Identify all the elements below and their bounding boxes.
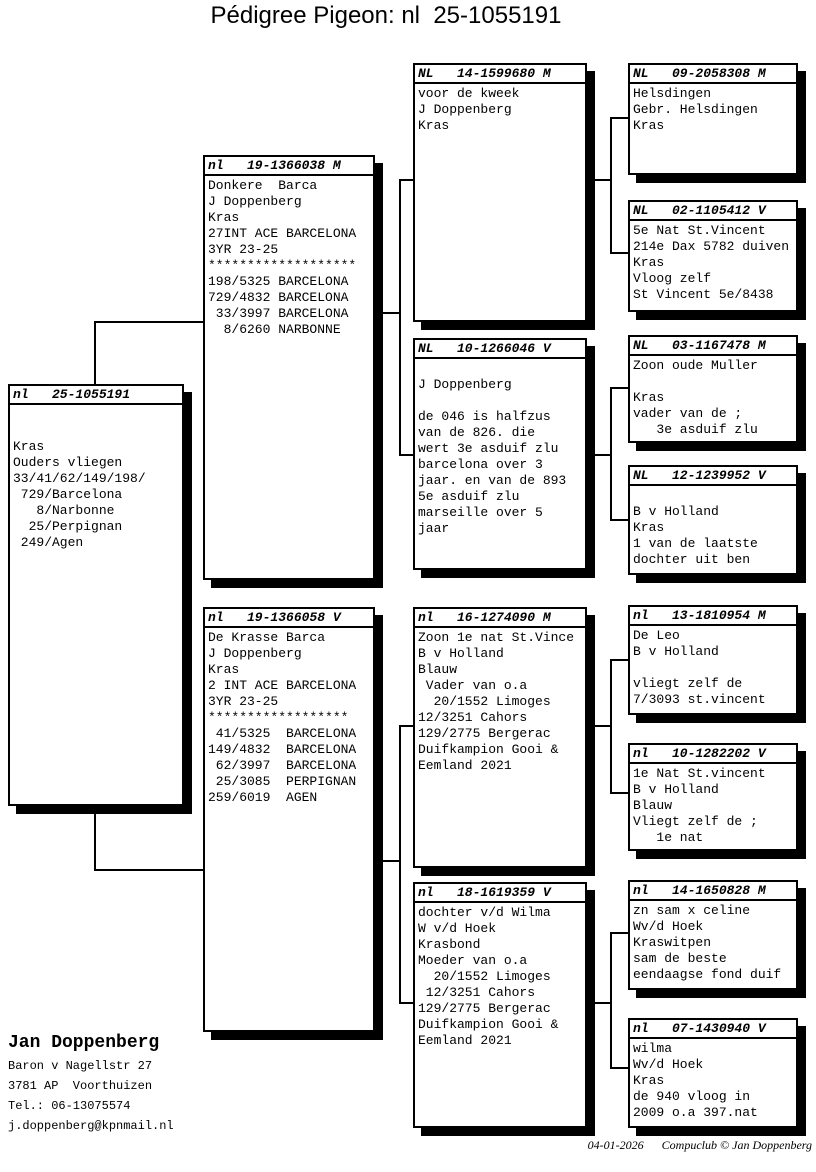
- box-header: nl 16-1274090 M: [415, 609, 585, 628]
- connector-line: [94, 806, 96, 871]
- page-title: Pédigree Pigeon: nl 25-1055191: [210, 2, 562, 29]
- connector-line: [587, 454, 612, 456]
- connector-line: [610, 659, 612, 794]
- box-body: B v Holland Kras 1 van de laatste dochte…: [633, 504, 758, 567]
- connector-line: [587, 1002, 612, 1004]
- box-body: De Leo B v Holland vliegt zelf de 7/3093…: [633, 628, 766, 707]
- pedigree-box-18-1619359: nl 18-1619359 V dochter v/d Wilma W v/d …: [413, 882, 587, 1128]
- connector-line: [610, 519, 628, 521]
- connector-line: [399, 179, 413, 181]
- box-header: nl 19-1366058 V: [205, 609, 373, 628]
- connector-line: [399, 725, 401, 1004]
- box-body: J Doppenberg de 046 is halfzus van de 82…: [418, 377, 567, 536]
- connector-line: [610, 932, 612, 1069]
- box-body: voor de kweek J Doppenberg Kras: [418, 86, 520, 133]
- connector-line: [610, 1067, 628, 1069]
- footer-date: 04-01-2026: [587, 1138, 644, 1152]
- box-header: nl 19-1366038 M: [205, 157, 373, 176]
- connector-line: [94, 869, 203, 871]
- pedigree-box-16-1274090: nl 16-1274090 M Zoon 1e nat St.Vince B v…: [413, 607, 587, 868]
- connector-line: [610, 932, 628, 934]
- box-body: Zoon 1e nat St.Vince B v Holland Blauw V…: [418, 630, 575, 773]
- footer: 04-01-2026 Compuclub © Jan Doppenberg: [588, 1138, 812, 1153]
- box-header: NL 09-2058308 M: [630, 65, 796, 84]
- connector-line: [94, 321, 96, 384]
- box-header: NL 14-1599680 M: [415, 65, 585, 84]
- box-header: NL 02-1105412 V: [630, 202, 796, 221]
- connector-line: [94, 321, 203, 323]
- connector-line: [610, 387, 628, 389]
- connector-line: [375, 312, 401, 314]
- pedigree-box-03-1167478: NL 03-1167478 M Zoon oude Muller Kras va…: [628, 335, 798, 443]
- box-body: 5e Nat St.Vincent 214e Dax 5782 duiven K…: [633, 223, 790, 302]
- pedigree-box-14-1650828: nl 14-1650828 M zn sam x celine Wv/d Hoe…: [628, 880, 798, 990]
- owner-block: Jan Doppenberg Baron v Nagellstr 27 3781…: [8, 1032, 174, 1136]
- pedigree-box-19-1366038: nl 19-1366038 M Donkere Barca J Doppenbe…: [203, 155, 375, 580]
- box-body: De Krasse Barca J Doppenberg Kras 2 INT …: [208, 630, 357, 805]
- owner-name: Jan Doppenberg: [8, 1033, 160, 1053]
- box-header: nl 18-1619359 V: [415, 884, 585, 903]
- box-body: Helsdingen Gebr. Helsdingen Kras: [633, 86, 758, 133]
- box-body: Donkere Barca J Doppenberg Kras 27INT AC…: [208, 178, 357, 337]
- connector-line: [399, 454, 413, 456]
- box-body: zn sam x celine Wv/d Hoek Kraswitpen sam…: [633, 903, 782, 982]
- pedigree-box-09-2058308: NL 09-2058308 M Helsdingen Gebr. Helsdin…: [628, 63, 798, 175]
- pedigree-box-25-1055191: nl 25-1055191 Kras Ouders vliegen 33/41/…: [8, 384, 184, 806]
- owner-address: Baron v Nagellstr 27 3781 AP Voorthuizen…: [8, 1059, 174, 1133]
- connector-line: [610, 792, 628, 794]
- connector-line: [610, 252, 628, 254]
- box-header: NL 03-1167478 M: [630, 337, 796, 356]
- box-header: nl 14-1650828 M: [630, 882, 796, 901]
- box-header: nl 10-1282202 V: [630, 745, 796, 764]
- box-header: nl 07-1430940 V: [630, 1020, 796, 1039]
- box-header: nl 25-1055191: [10, 386, 182, 405]
- box-header: NL 12-1239952 V: [630, 467, 796, 486]
- pedigree-box-07-1430940: nl 07-1430940 V wilma Wv/d Hoek Kras de …: [628, 1018, 798, 1128]
- box-header: NL 10-1266046 V: [415, 340, 585, 359]
- connector-line: [399, 725, 413, 727]
- box-body: Kras Ouders vliegen 33/41/62/149/198/ 72…: [13, 439, 146, 550]
- pedigree-box-10-1266046: NL 10-1266046 V J Doppenberg de 046 is h…: [413, 338, 587, 570]
- connector-line: [399, 1002, 413, 1004]
- pedigree-box-13-1810954: nl 13-1810954 M De Leo B v Holland vlieg…: [628, 605, 798, 715]
- box-header: nl 13-1810954 M: [630, 607, 796, 626]
- connector-line: [399, 179, 401, 456]
- box-body: Zoon oude Muller Kras vader van de ; 3e …: [633, 358, 758, 437]
- connector-line: [587, 179, 612, 181]
- footer-credit: Compuclub © Jan Doppenberg: [661, 1138, 812, 1152]
- pedigree-box-10-1282202: nl 10-1282202 V 1e Nat St.vincent B v Ho…: [628, 743, 798, 851]
- box-body: 1e Nat St.vincent B v Holland Blauw Vlie…: [633, 766, 766, 845]
- box-body: wilma Wv/d Hoek Kras de 940 vloog in 200…: [633, 1041, 758, 1120]
- pedigree-box-02-1105412: NL 02-1105412 V 5e Nat St.Vincent 214e D…: [628, 200, 798, 312]
- connector-line: [375, 860, 401, 862]
- pedigree-box-14-1599680: NL 14-1599680 M voor de kweek J Doppenbe…: [413, 63, 587, 322]
- connector-line: [610, 387, 612, 521]
- pedigree-box-12-1239952: NL 12-1239952 V B v Holland Kras 1 van d…: [628, 465, 798, 575]
- connector-line: [610, 117, 612, 254]
- box-body: dochter v/d Wilma W v/d Hoek Krasbond Mo…: [418, 905, 559, 1048]
- pedigree-box-19-1366058: nl 19-1366058 V De Krasse Barca J Doppen…: [203, 607, 375, 1032]
- connector-line: [610, 117, 628, 119]
- connector-line: [610, 659, 628, 661]
- connector-line: [587, 725, 612, 727]
